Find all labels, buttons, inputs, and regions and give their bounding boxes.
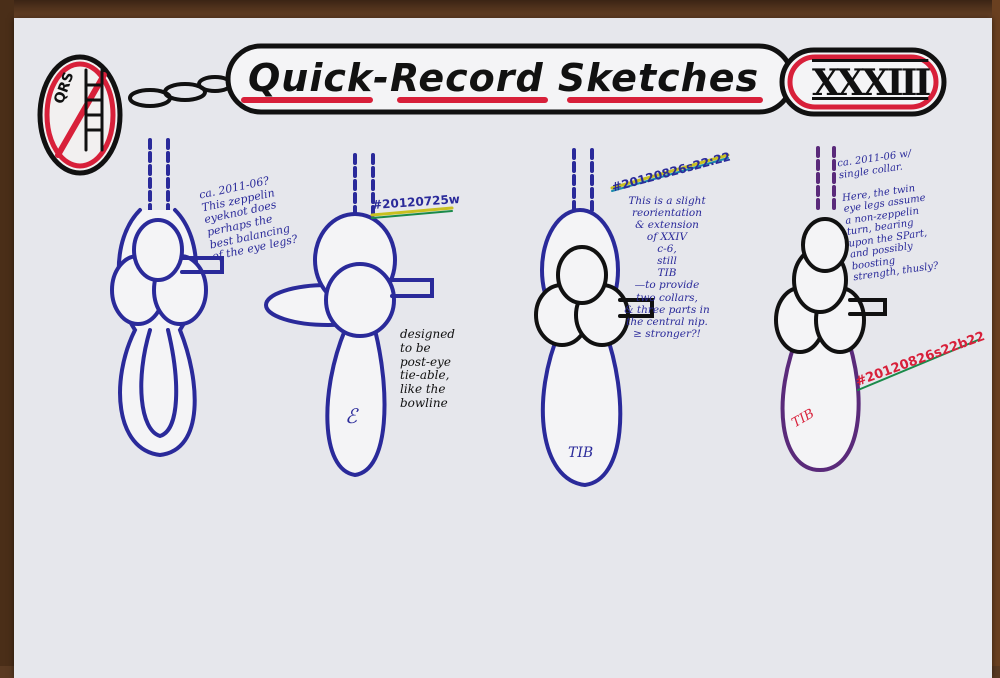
chain-link-icon [128, 75, 233, 108]
logo-badge [37, 54, 123, 176]
knot-sketch-4 [774, 146, 887, 473]
volume-number: XXXIII [812, 62, 931, 104]
sketch-2-label: ℰ [345, 404, 358, 428]
desk-edge-top [0, 0, 1000, 18]
knot-sketch-3 [534, 148, 654, 488]
knot-sketch-1 [110, 138, 224, 458]
desk-edge-left [0, 0, 14, 666]
page-title: Quick-Record Sketches [248, 56, 760, 100]
knot-sketch-2 [264, 153, 434, 478]
sketch-2-note: designed to be post-eye tie-able, like t… [400, 327, 455, 410]
sketch-4-note: ca. 2011-06 w/ single collar. Here, the … [836, 148, 940, 284]
sketch-3-note: This is a slight reorientation & extensi… [624, 195, 710, 340]
sketch-3-label: TIB [568, 445, 594, 461]
desk-edge-right [992, 0, 1000, 666]
